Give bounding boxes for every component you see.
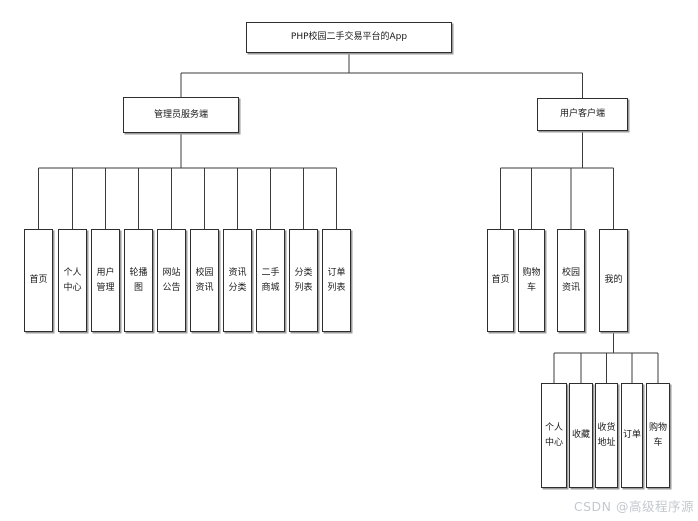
admin-child-user-management: 用户管理 (91, 229, 120, 332)
csdn-watermark: CSDN @高级程序源 (573, 499, 694, 514)
mine-child-personal-center: 个人中心 (541, 383, 567, 488)
node-root: PHP校园二手交易平台的App (246, 22, 452, 53)
admin-child-news-category: 资讯分类 (223, 229, 252, 332)
client-child-cart-label: 购物车 (522, 268, 541, 293)
mine-child-favorites-label: 收藏 (571, 430, 590, 441)
client-child-cart: 购物车 (518, 229, 545, 332)
node-user-client: 用户客户端 (537, 98, 628, 131)
admin-child-category-list-label: 分类列表 (294, 268, 313, 293)
mine-child-shipping-address: 收货地址 (595, 383, 618, 488)
admin-child-carousel: 轮播图 (124, 229, 153, 332)
node-admin-server: 管理员服务端 (123, 97, 239, 133)
mine-child-cart: 购物车 (646, 383, 670, 488)
mine-child-personal-center-label: 个人中心 (544, 423, 563, 448)
node-root-label: PHP校园二手交易平台的App (290, 32, 408, 43)
admin-child-campus-news: 校园资讯 (190, 229, 219, 332)
client-child-campus-news-label: 校园资讯 (561, 268, 580, 293)
admin-child-campus-news-label: 校园资讯 (195, 268, 214, 293)
admin-child-personal-center: 个人中心 (58, 229, 87, 332)
admin-child-home-label: 首页 (29, 275, 48, 286)
admin-child-site-announcement: 网站公告 (157, 229, 186, 332)
client-child-mine: 我的 (599, 229, 628, 332)
admin-child-personal-center-label: 个人中心 (63, 268, 82, 293)
admin-child-secondhand-mall-label: 二手商城 (261, 268, 280, 293)
admin-child-home: 首页 (24, 229, 53, 332)
admin-child-order-list-label: 订单列表 (327, 268, 346, 293)
client-child-campus-news: 校园资讯 (557, 229, 585, 332)
client-child-mine-label: 我的 (604, 275, 623, 286)
admin-child-category-list: 分类列表 (289, 229, 318, 332)
mine-child-orders-label: 订单 (622, 430, 641, 441)
mine-child-favorites: 收藏 (569, 383, 593, 488)
node-user-client-label: 用户客户端 (559, 109, 605, 120)
admin-child-news-category-label: 资讯分类 (228, 268, 247, 293)
admin-child-order-list: 订单列表 (322, 229, 351, 332)
node-admin-server-label: 管理员服务端 (153, 109, 208, 120)
admin-child-secondhand-mall: 二手商城 (256, 229, 285, 332)
mine-child-orders: 订单 (621, 383, 643, 488)
client-child-home-label: 首页 (491, 275, 510, 286)
mine-child-cart-label: 购物车 (648, 423, 667, 448)
mine-child-shipping-address-label: 收货地址 (597, 423, 616, 448)
admin-child-site-announcement-label: 网站公告 (162, 268, 181, 293)
admin-child-user-management-label: 用户管理 (96, 268, 115, 293)
admin-child-carousel-label: 轮播图 (129, 268, 148, 293)
client-child-home: 首页 (487, 229, 514, 332)
